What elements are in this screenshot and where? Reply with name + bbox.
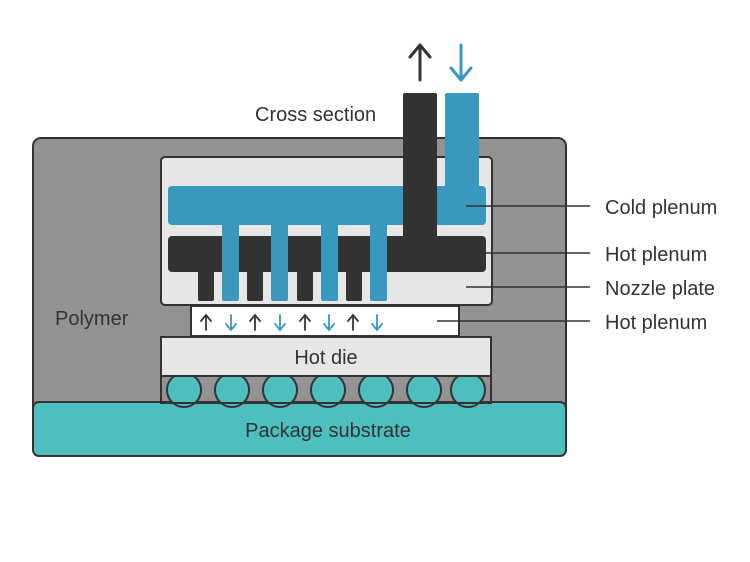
hot-plenum-upper-label: Hot plenum [605, 244, 707, 266]
hot-die-label: Hot die [294, 347, 357, 369]
up-arrow [200, 313, 212, 331]
polymer-label: Polymer [55, 308, 129, 330]
nozzle-plate-label: Nozzle plate [605, 278, 715, 300]
solder-bumps [166, 372, 486, 408]
solder-bump [406, 372, 442, 408]
hot-nozzle [346, 266, 362, 301]
solder-bump [358, 372, 394, 408]
leader-lines [437, 205, 590, 322]
up-arrow [299, 313, 311, 331]
solder-bump [214, 372, 250, 408]
solder-bump [310, 372, 346, 408]
inlet-arrow [449, 43, 473, 82]
cold-nozzle [271, 220, 288, 301]
up-arrow [347, 313, 359, 331]
solder-bump [166, 372, 202, 408]
cold-plenum-bar [168, 186, 486, 225]
package-substrate-label: Package substrate [245, 420, 411, 442]
diagram-title: Cross section [255, 104, 376, 126]
cold-nozzle [321, 220, 338, 301]
cold-nozzle [222, 220, 239, 301]
hot-nozzle [297, 266, 313, 301]
hot-nozzle [247, 266, 263, 301]
solder-bump [262, 372, 298, 408]
outlet-arrow [408, 43, 432, 82]
down-arrow [274, 314, 286, 332]
hot-plenum-lower-label: Hot plenum [605, 312, 707, 334]
cold-vertical-pipe [445, 93, 479, 205]
down-arrow [323, 314, 335, 332]
hot-pipe-front [403, 180, 437, 240]
hot-die [160, 336, 492, 377]
solder-bump [450, 372, 486, 408]
cold-plenum-label: Cold plenum [605, 197, 717, 219]
up-arrow [249, 313, 261, 331]
cold-nozzle [370, 220, 387, 301]
hot-nozzle [198, 266, 214, 301]
down-arrow [371, 314, 383, 332]
gap-flow-arrows [200, 313, 383, 332]
down-arrow [225, 314, 237, 332]
